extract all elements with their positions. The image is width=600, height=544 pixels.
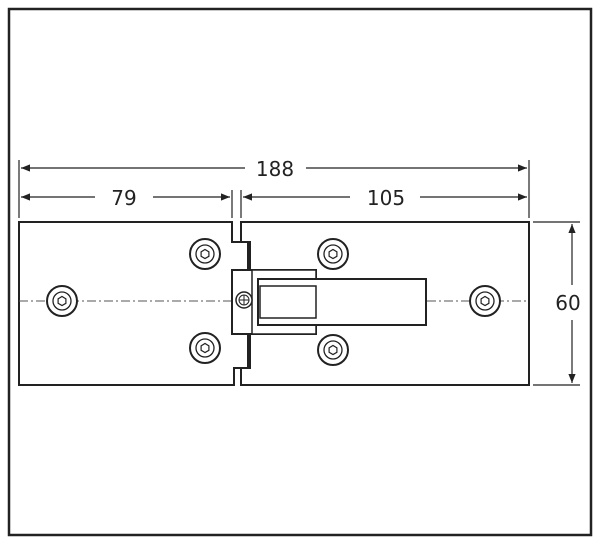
screw-hole-icon xyxy=(317,238,349,270)
dimension-left: 79 xyxy=(21,186,233,218)
dimension-right: 105 xyxy=(240,186,527,218)
screw-hole-icon xyxy=(317,334,349,366)
screw-hole-icon xyxy=(189,238,221,270)
height-label: 60 xyxy=(555,291,580,315)
pin-socket xyxy=(259,285,317,319)
screw-hole-icon xyxy=(189,332,221,364)
right-plate-width-label: 105 xyxy=(367,186,405,210)
screw-hole-icon xyxy=(46,285,78,317)
screw-hole-icon xyxy=(469,285,501,317)
dimension-height: 60 xyxy=(533,221,581,386)
overall-width-label: 188 xyxy=(256,157,294,181)
left-plate-width-label: 79 xyxy=(111,186,136,210)
set-screw xyxy=(235,291,253,309)
dimension-overall: 188 xyxy=(18,157,530,218)
